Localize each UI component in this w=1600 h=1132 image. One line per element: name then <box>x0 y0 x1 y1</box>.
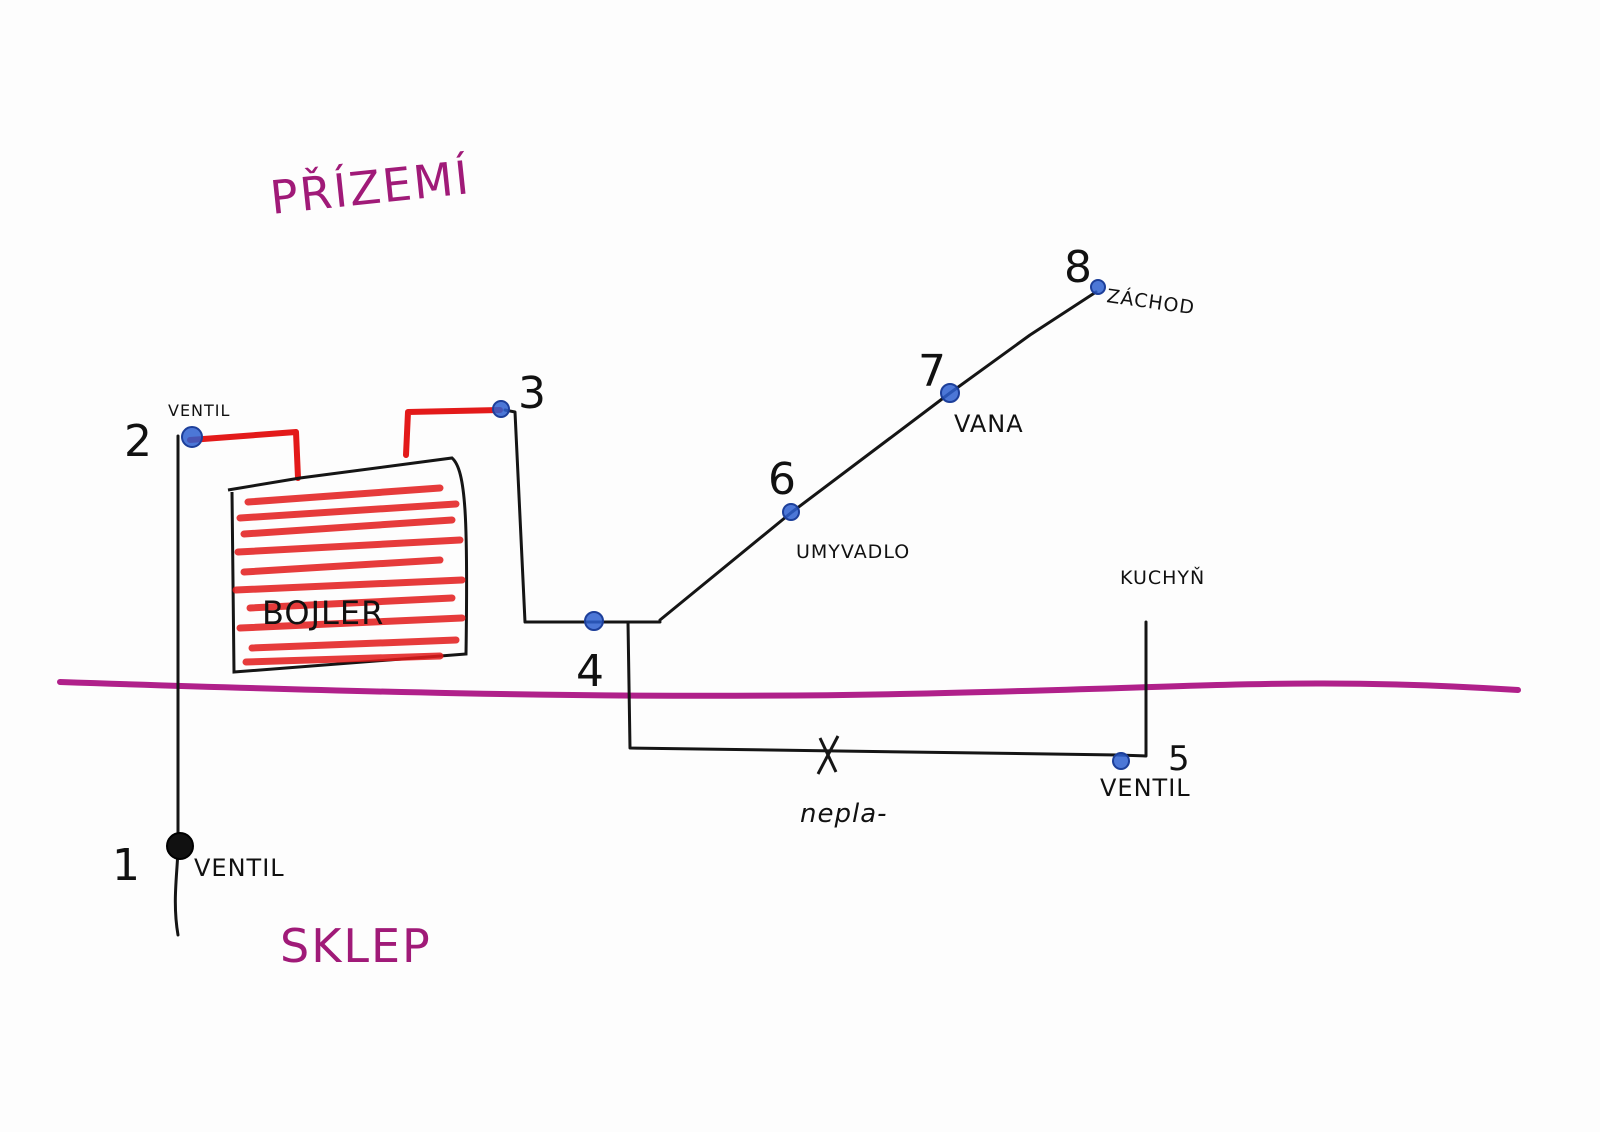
node-number-1: 1 <box>112 840 140 891</box>
boiler: BOJLER <box>227 456 469 674</box>
pipe-hot-boiler-3 <box>403 407 503 458</box>
valve-node-1 <box>166 832 194 860</box>
pipe-hot-2-boiler <box>187 429 301 481</box>
pipe-diagonal-4-8 <box>658 290 1098 622</box>
boiler-outline <box>227 456 469 674</box>
node-label-5: VENTIL <box>1100 774 1191 802</box>
node-number-6: 6 <box>768 454 796 505</box>
floor-label-lower: SKLEP <box>280 919 432 973</box>
pipe-3-4 <box>503 408 662 624</box>
valve-node-5 <box>1112 752 1130 770</box>
valve-node-7 <box>940 383 960 403</box>
node-number-7: 7 <box>918 346 946 397</box>
boiler-hatching <box>232 484 466 666</box>
floor-divider-line <box>57 679 1521 699</box>
node-label-2: VENTIL <box>168 401 230 420</box>
valve-node-4 <box>584 611 604 631</box>
node-number-8: 8 <box>1064 242 1092 293</box>
valve-node-2 <box>181 426 203 448</box>
valve-node-8 <box>1090 279 1106 295</box>
node-number-5: 5 <box>1168 739 1190 779</box>
node-label-1: VENTIL <box>194 854 285 882</box>
kitchen-label: KUCHYŇ <box>1120 566 1205 589</box>
node-label-7: VANA <box>954 410 1024 438</box>
valve-node-6 <box>782 503 800 521</box>
node-number-3: 3 <box>518 368 546 419</box>
node-number-4: 4 <box>576 646 604 697</box>
node-number-2: 2 <box>124 416 152 467</box>
boiler-label: BOJLER <box>262 594 384 632</box>
node-label-6: UMYVADLO <box>796 541 910 563</box>
floor-label-upper: PŘÍZEMÍ <box>268 150 474 225</box>
valve-node-3 <box>492 400 510 418</box>
cut-label: nepla- <box>800 799 888 829</box>
cut-mark: nepla- <box>800 735 888 829</box>
node-label-8: ZÁCHOD <box>1105 284 1196 319</box>
